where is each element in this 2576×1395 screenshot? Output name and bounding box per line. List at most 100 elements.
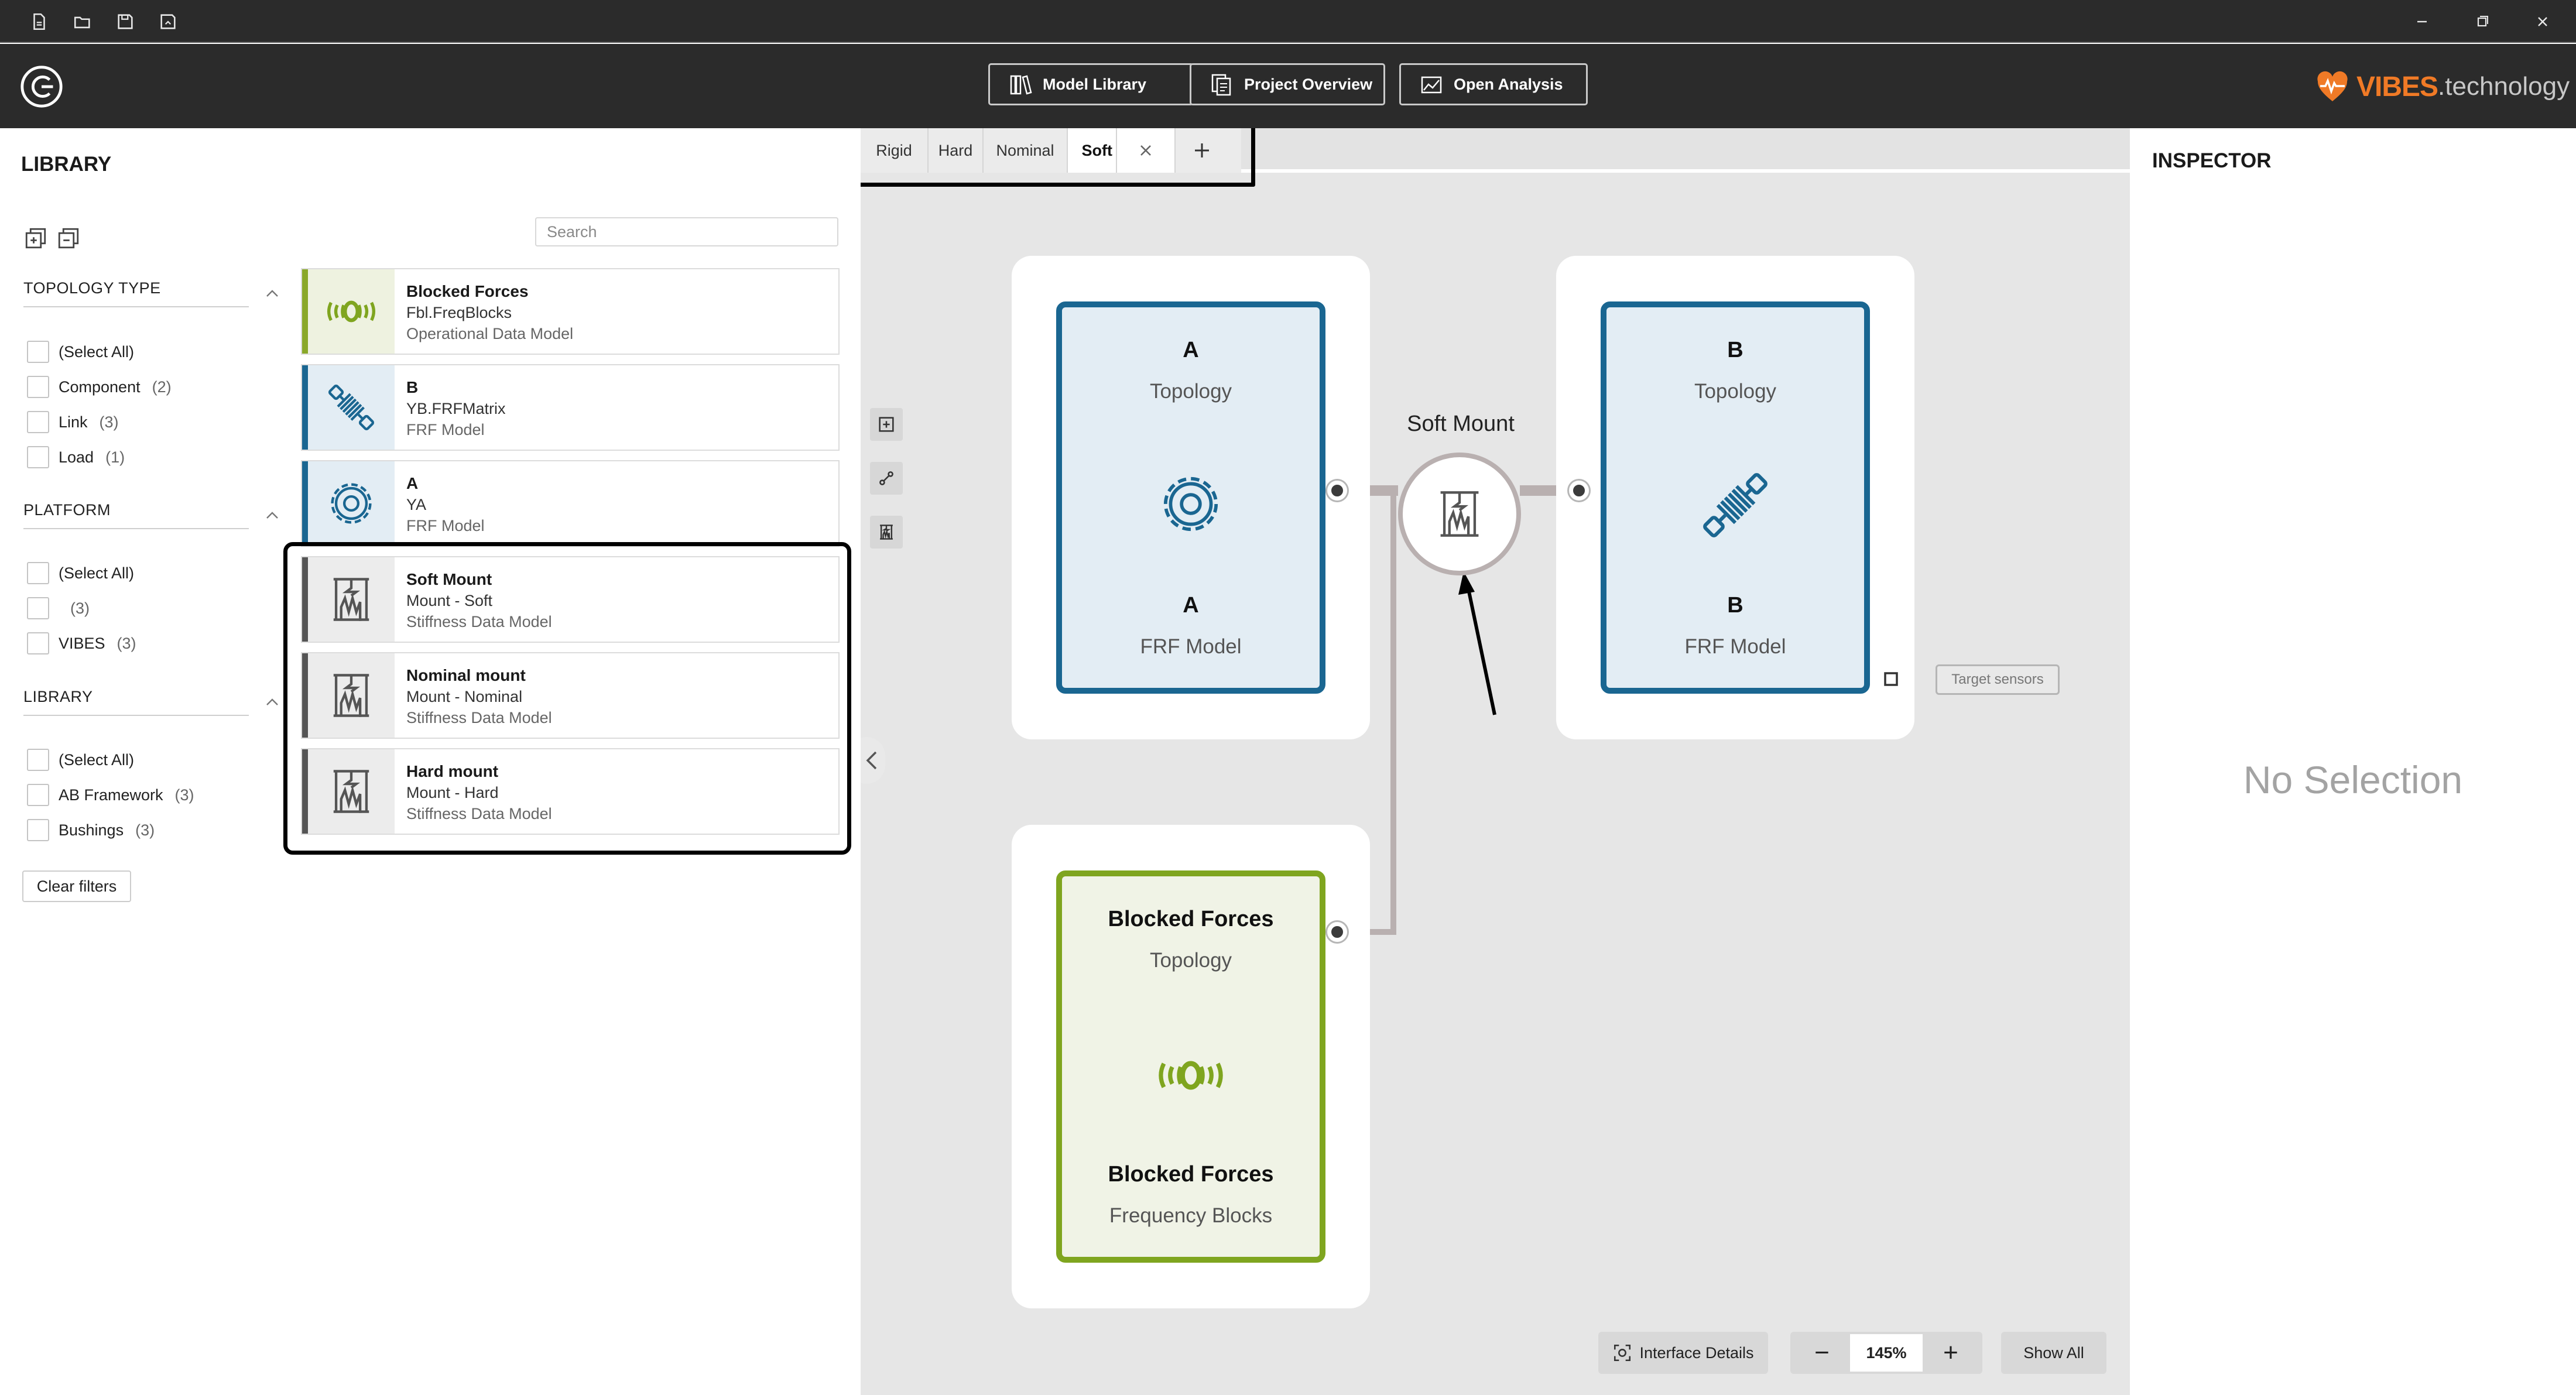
add-tab-button[interactable] — [1176, 128, 1228, 173]
checkbox[interactable] — [27, 784, 49, 806]
port-a-right[interactable] — [1327, 481, 1347, 501]
checkbox[interactable] — [27, 562, 49, 584]
mount-spring-icon — [333, 674, 369, 717]
node-a-title: A — [1183, 338, 1199, 362]
project-overview-button[interactable]: Project Overview — [1190, 63, 1385, 105]
checkbox[interactable] — [27, 749, 49, 771]
restore-icon[interactable] — [2465, 9, 2500, 34]
filter-option-platform-select-all[interactable]: (Select All) — [27, 561, 146, 585]
mount-node-label: Soft Mount — [1407, 412, 1515, 436]
checkbox[interactable] — [27, 597, 49, 619]
new-file-icon[interactable] — [29, 12, 49, 32]
chevron-up-icon[interactable] — [265, 510, 280, 520]
mount-spring-icon — [880, 525, 893, 540]
open-analysis-button[interactable]: Open Analysis — [1399, 63, 1588, 105]
node-blocked-forces-model-card[interactable]: Blocked Forces Topology Blocked Forces F… — [1056, 870, 1325, 1263]
checkbox[interactable] — [27, 341, 49, 363]
add-node-tool[interactable] — [870, 408, 903, 441]
show-all-button[interactable]: Show All — [2001, 1332, 2106, 1374]
checkbox[interactable] — [27, 376, 49, 398]
search-input[interactable] — [535, 217, 838, 246]
model-library-button[interactable]: Model Library — [988, 63, 1194, 105]
node-b-subtitle: Topology — [1694, 380, 1777, 403]
node-b-toggle-button[interactable] — [1876, 664, 1906, 694]
brand-suffix: .technology — [2438, 72, 2570, 101]
port-b-left[interactable] — [1569, 481, 1589, 501]
filter-option-ab-framework[interactable]: AB Framework(3) — [27, 783, 194, 807]
soft-mount-link-node[interactable] — [1398, 453, 1521, 575]
add-box-icon — [879, 417, 894, 432]
node-blocked-forces-subtitle: Topology — [1149, 949, 1232, 972]
card-icon-box — [308, 557, 395, 642]
interface-details-button[interactable]: Interface Details — [1598, 1332, 1768, 1374]
analysis-chart-icon — [1421, 76, 1442, 94]
model-card-blocked-forces[interactable]: Blocked Forces Fbl.FreqBlocks Operationa… — [301, 268, 840, 355]
node-b-title: B — [1727, 338, 1743, 362]
filter-option-library-select-all[interactable]: (Select All) — [27, 748, 146, 772]
zoom-out-button[interactable]: − — [1794, 1332, 1850, 1374]
filter-option-topology-select-all[interactable]: (Select All) — [27, 340, 146, 364]
model-card-a[interactable]: A YA FRF Model — [301, 460, 840, 547]
model-card-nominal-mount[interactable]: Nominal mount Mount - Nominal Stiffness … — [301, 652, 840, 739]
gear-icon — [1163, 477, 1218, 532]
checkbox[interactable] — [27, 446, 49, 468]
tab-soft-close[interactable] — [1117, 128, 1176, 173]
tab-nominal[interactable]: Nominal — [984, 128, 1068, 173]
filter-option-vibes[interactable]: VIBES(3) — [27, 632, 136, 655]
filter-option-load[interactable]: Load(1) — [27, 445, 125, 469]
model-card-hard-mount[interactable]: Hard mount Mount - Hard Stiffness Data M… — [301, 748, 840, 835]
checkbox[interactable] — [27, 819, 49, 841]
clear-filters-button[interactable]: Clear filters — [22, 870, 131, 902]
node-a-model-title: A — [1183, 593, 1199, 618]
card-subtitle: YA — [406, 496, 427, 513]
mount-tool[interactable] — [870, 516, 903, 549]
tab-soft[interactable]: Soft — [1068, 128, 1117, 173]
close-icon[interactable] — [2525, 9, 2560, 34]
no-selection-message: No Selection — [2243, 758, 2463, 801]
design-canvas[interactable]: Rigid Hard Nominal Soft A Topology A FRF… — [861, 128, 2130, 1395]
brand-name: VIBES — [2356, 71, 2438, 102]
project-overview-icon — [1211, 74, 1231, 96]
filter-option-bushings[interactable]: Bushings(3) — [27, 818, 155, 842]
tab-hard[interactable]: Hard — [929, 128, 984, 173]
filter-option-label: Bushings — [59, 821, 124, 839]
node-b-model-card[interactable]: B Topology B FRF Model — [1601, 301, 1870, 694]
plus-icon[interactable] — [1192, 140, 1212, 160]
model-card-b[interactable]: B YB.FRFMatrix FRF Model — [301, 364, 840, 451]
tab-rigid[interactable]: Rigid — [861, 128, 929, 173]
card-subtitle: YB.FRFMatrix — [406, 400, 506, 417]
filter-option-platform-unnamed[interactable]: (3) — [27, 597, 90, 620]
filter-option-label: AB Framework — [59, 786, 163, 804]
filter-option-component[interactable]: Component(2) — [27, 375, 172, 399]
card-color-strip — [302, 653, 308, 738]
card-subtitle: Mount - Nominal — [406, 688, 523, 705]
mount-spring-icon — [1440, 491, 1479, 537]
checkbox[interactable] — [27, 632, 49, 654]
collapse-all-icon[interactable] — [56, 226, 81, 251]
node-blocked-forces-title: Blocked Forces — [1108, 907, 1274, 931]
project-overview-label: Project Overview — [1244, 75, 1373, 93]
filter-option-label: (Select All) — [59, 564, 135, 582]
save-as-icon[interactable] — [158, 12, 178, 32]
minimize-icon[interactable] — [2404, 9, 2440, 34]
node-a-model-card[interactable]: A Topology A FRF Model — [1056, 301, 1325, 694]
zoom-in-button[interactable]: + — [1923, 1332, 1979, 1374]
annotation-arrow-head — [1458, 571, 1475, 595]
checkbox[interactable] — [27, 411, 49, 433]
close-icon[interactable] — [1137, 142, 1155, 159]
open-folder-icon[interactable] — [73, 12, 93, 32]
filter-heading-library: LIBRARY — [23, 688, 249, 716]
filter-option-label: VIBES — [59, 634, 105, 652]
expand-all-icon[interactable] — [23, 226, 48, 251]
card-type: Operational Data Model — [406, 325, 574, 342]
model-card-soft-mount[interactable]: Soft Mount Mount - Soft Stiffness Data M… — [301, 556, 840, 643]
app-logo-icon — [20, 66, 63, 108]
port-blocked-forces-right[interactable] — [1327, 922, 1347, 942]
target-sensors-button[interactable]: Target sensors — [1936, 664, 2060, 695]
chevron-up-icon[interactable] — [265, 697, 280, 707]
filter-option-link[interactable]: Link(3) — [27, 410, 119, 434]
save-icon[interactable] — [115, 12, 135, 32]
collapse-library-button[interactable] — [861, 737, 885, 784]
connect-tool[interactable] — [870, 462, 903, 495]
chevron-up-icon[interactable] — [265, 288, 280, 299]
